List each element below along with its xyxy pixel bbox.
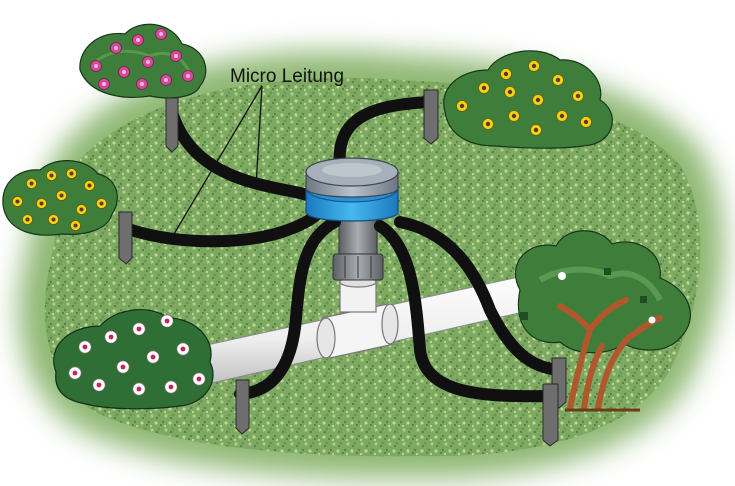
stake-white-bush (235, 379, 250, 435)
white-flower-bush (53, 308, 214, 410)
manifold-distributor (305, 157, 399, 222)
hose-to-shrub-stake-right (394, 216, 566, 376)
hose-to-yellow-bush-top (333, 96, 436, 174)
micro-leitung-label: Micro Leitung (230, 66, 344, 87)
yellow-flower-bush-left (2, 160, 118, 236)
hose-to-white-bush (234, 216, 341, 400)
micro-leitung-callout: Micro Leitung (173, 66, 344, 235)
stake-yellow-top (423, 89, 439, 145)
stake-yellow-left (118, 211, 133, 265)
hose-to-yellow-bush-left (119, 204, 328, 248)
hose-to-shrub-stake-bottom (374, 220, 556, 403)
hose-to-pink-bush (166, 106, 324, 206)
yellow-flower-bush-top (443, 50, 613, 149)
stake-pink-bush (165, 97, 179, 153)
micro-hoses (119, 96, 566, 403)
stake-shrub-bottom (542, 383, 559, 447)
pink-flower-bush (79, 23, 207, 99)
stakes (118, 89, 567, 447)
riser (332, 217, 384, 281)
shrub-tree (514, 230, 691, 412)
